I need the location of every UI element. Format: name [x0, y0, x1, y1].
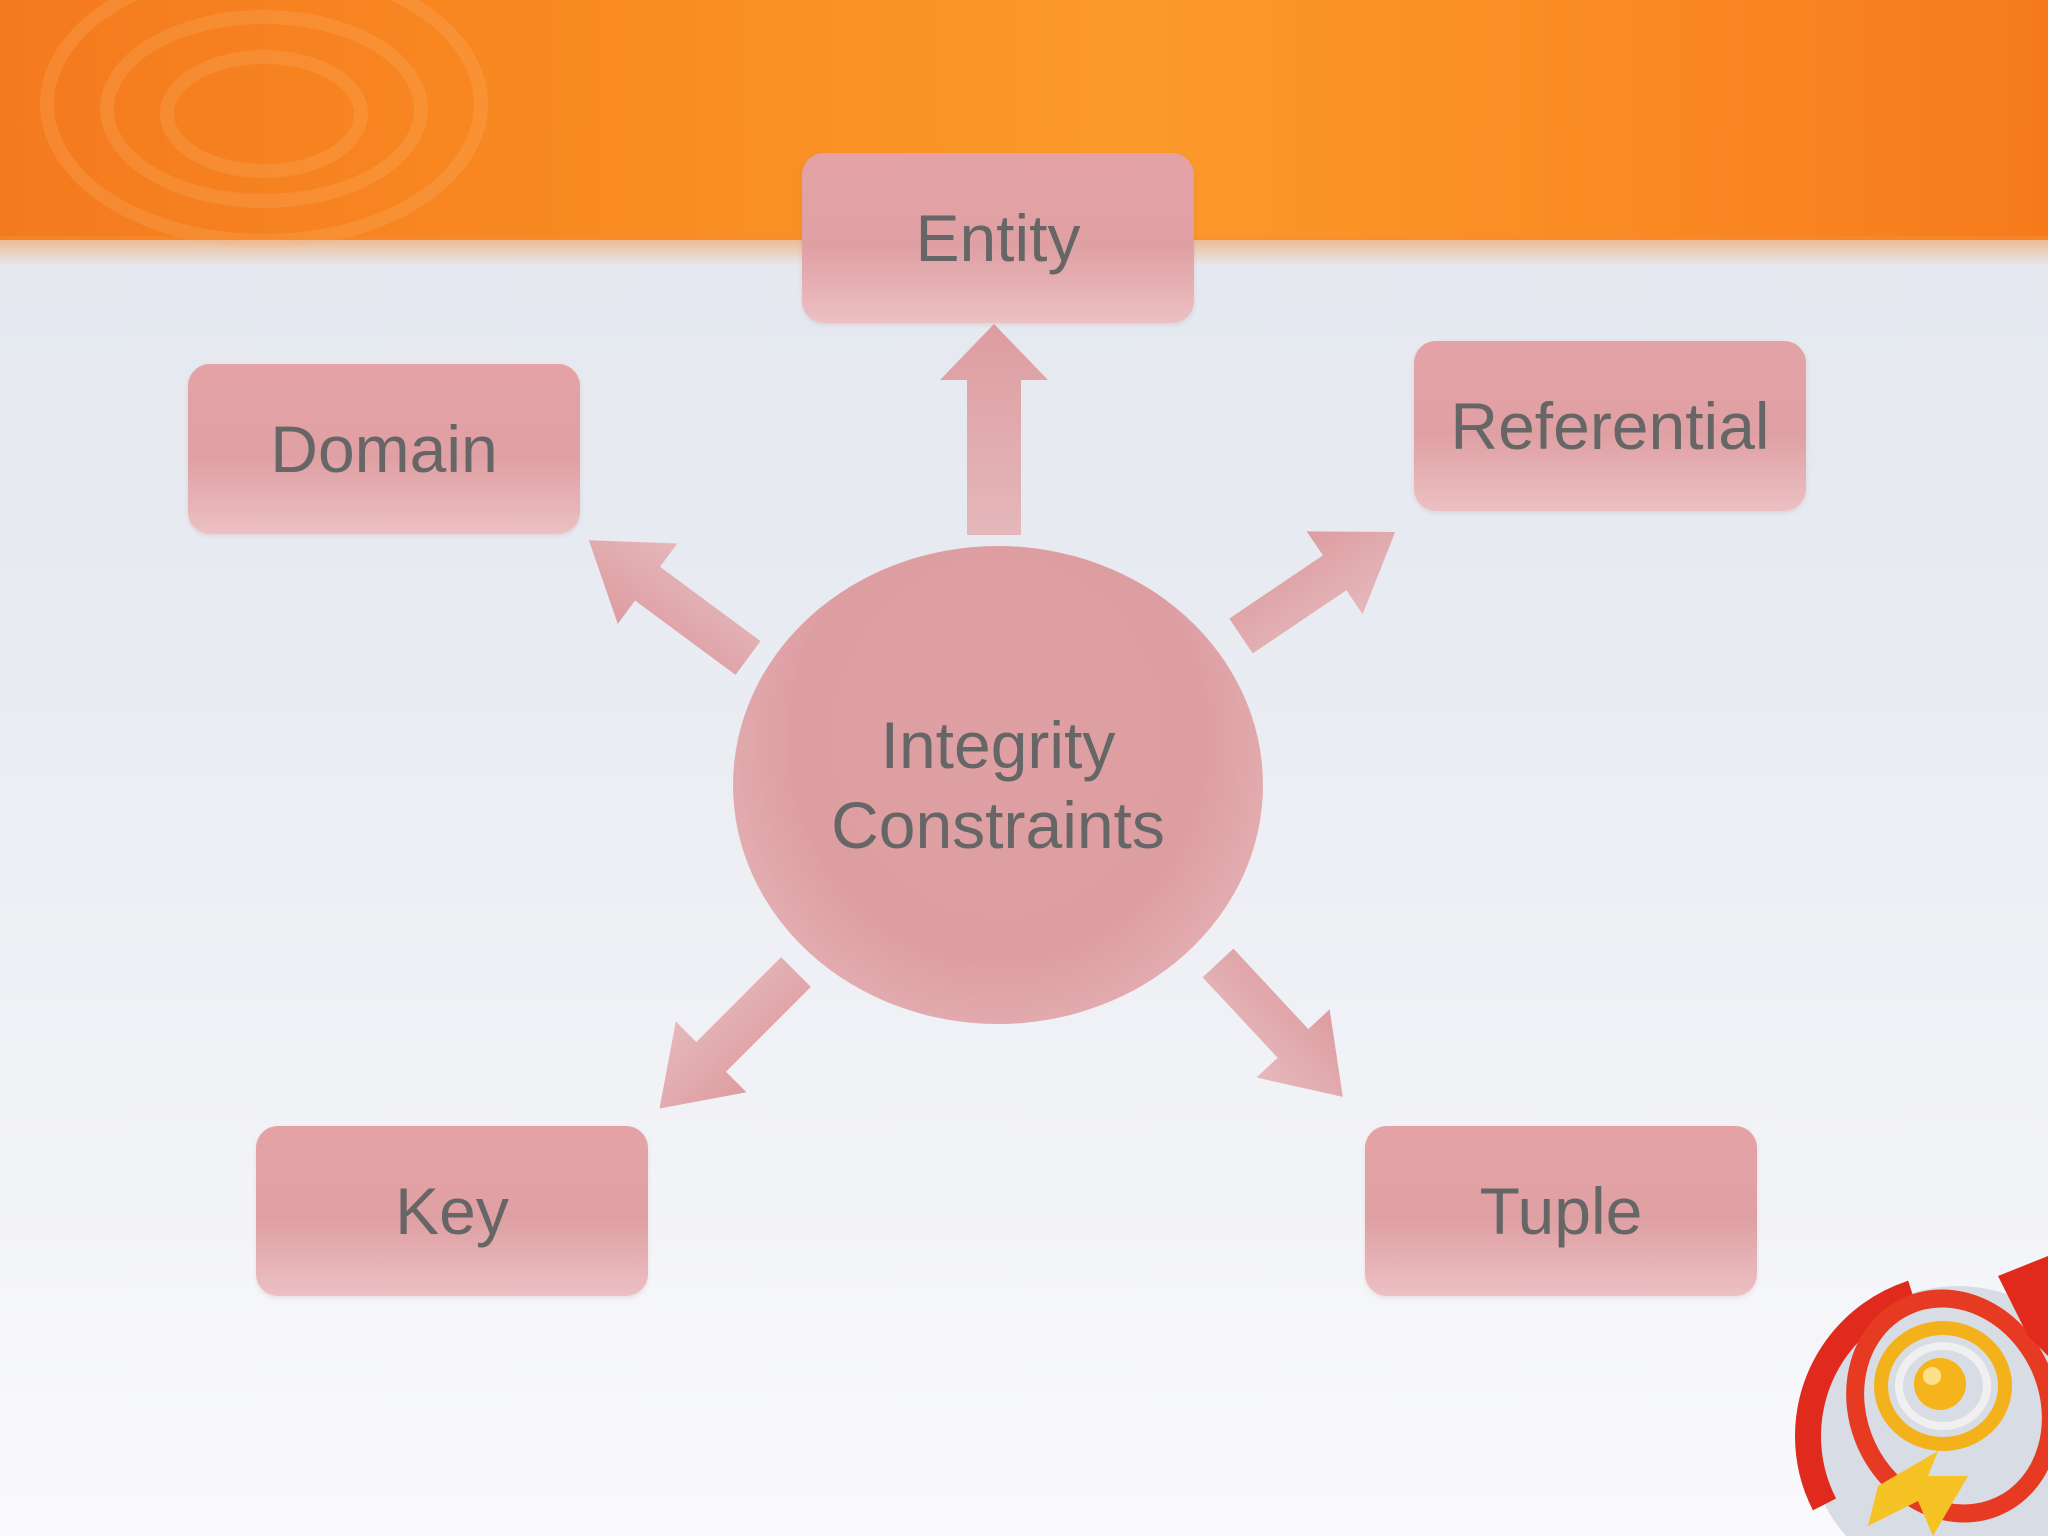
gyroscope-decoration [1795, 1256, 2048, 1536]
arrow-to-entity [940, 324, 1048, 535]
node-key: Key [256, 1126, 648, 1296]
node-entity-label: Entity [915, 201, 1081, 275]
center-label-line2: Constraints [831, 788, 1165, 862]
node-tuple: Tuple [1365, 1126, 1757, 1296]
arrow-to-tuple [1202, 948, 1343, 1097]
arrow-to-key [659, 957, 811, 1109]
node-referential: Referential [1414, 341, 1806, 511]
arrow-to-domain [588, 540, 761, 675]
node-entity: Entity [802, 153, 1194, 323]
arrow-to-referential [1229, 531, 1396, 654]
center-label-line1: Integrity [880, 708, 1116, 782]
node-referential-label: Referential [1450, 389, 1770, 463]
center-node-integrity-constraints: Integrity Constraints [733, 546, 1263, 1024]
node-key-label: Key [395, 1174, 509, 1248]
center-node-label: Integrity Constraints [831, 705, 1165, 865]
node-domain: Domain [188, 364, 580, 534]
node-domain-label: Domain [270, 412, 498, 486]
node-tuple-label: Tuple [1479, 1174, 1643, 1248]
